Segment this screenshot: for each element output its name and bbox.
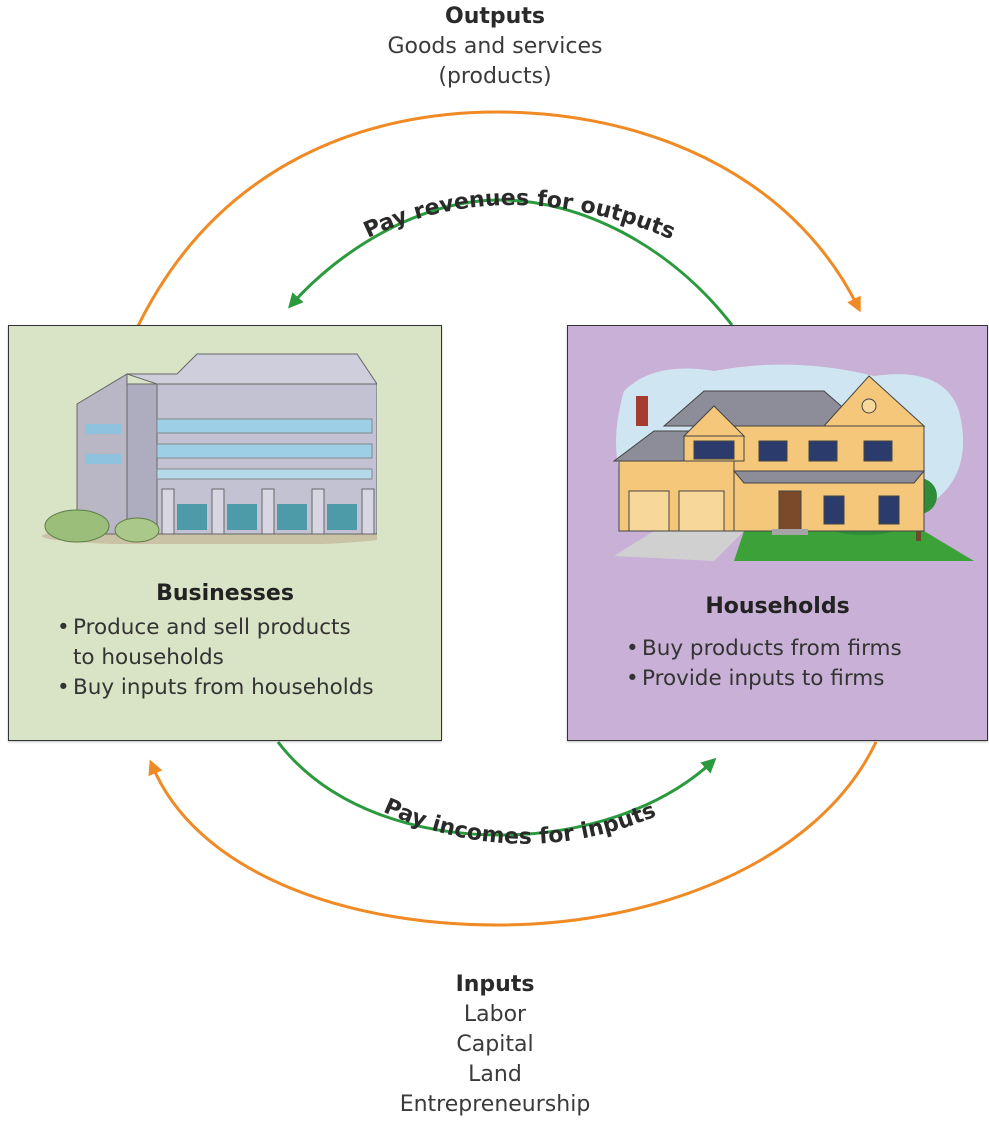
inputs-item-labor: Labor [463,1002,527,1027]
income-flow-arrow [276,741,717,837]
inputs-item-entrepreneurship: Entrepreneurship [399,1092,591,1117]
office-building-icon [42,353,377,544]
households-title: Households [705,594,850,619]
businesses-title: Businesses [156,581,294,606]
inputs-flow-arrow [148,741,878,927]
outputs-label: Outputs Goods and services (products) [330,2,660,92]
businesses-box: Businesses Produce and sell products to … [8,325,442,741]
businesses-bullet-1-line1: Produce and sell products [73,615,351,640]
businesses-bullet-1: Produce and sell products to households [57,613,374,673]
households-box: Households Buy products from firms Provi… [567,325,988,741]
outputs-line2: (products) [438,64,552,89]
inputs-item-land: Land [468,1062,522,1087]
revenue-flow-arrow [288,198,734,326]
households-bullets: Buy products from firms Provide inputs t… [626,634,902,694]
businesses-bullets: Produce and sell products to households … [57,613,374,703]
goods-flow-arrow [136,110,861,327]
inputs-label: Inputs Labor Capital Land Entrepreneursh… [330,970,660,1120]
outputs-line1: Goods and services [387,34,603,59]
businesses-bullet-2: Buy inputs from households [57,673,374,703]
businesses-bullet-1-line2: to households [73,645,224,670]
households-bullet-2: Provide inputs to firms [626,664,902,694]
income-flow-label: Pay incomes for inputs [380,794,659,850]
inputs-heading: Inputs [455,972,535,997]
outputs-heading: Outputs [445,4,545,29]
households-bullet-1: Buy products from firms [626,634,902,664]
inputs-item-capital: Capital [456,1032,534,1057]
house-icon [612,364,974,561]
